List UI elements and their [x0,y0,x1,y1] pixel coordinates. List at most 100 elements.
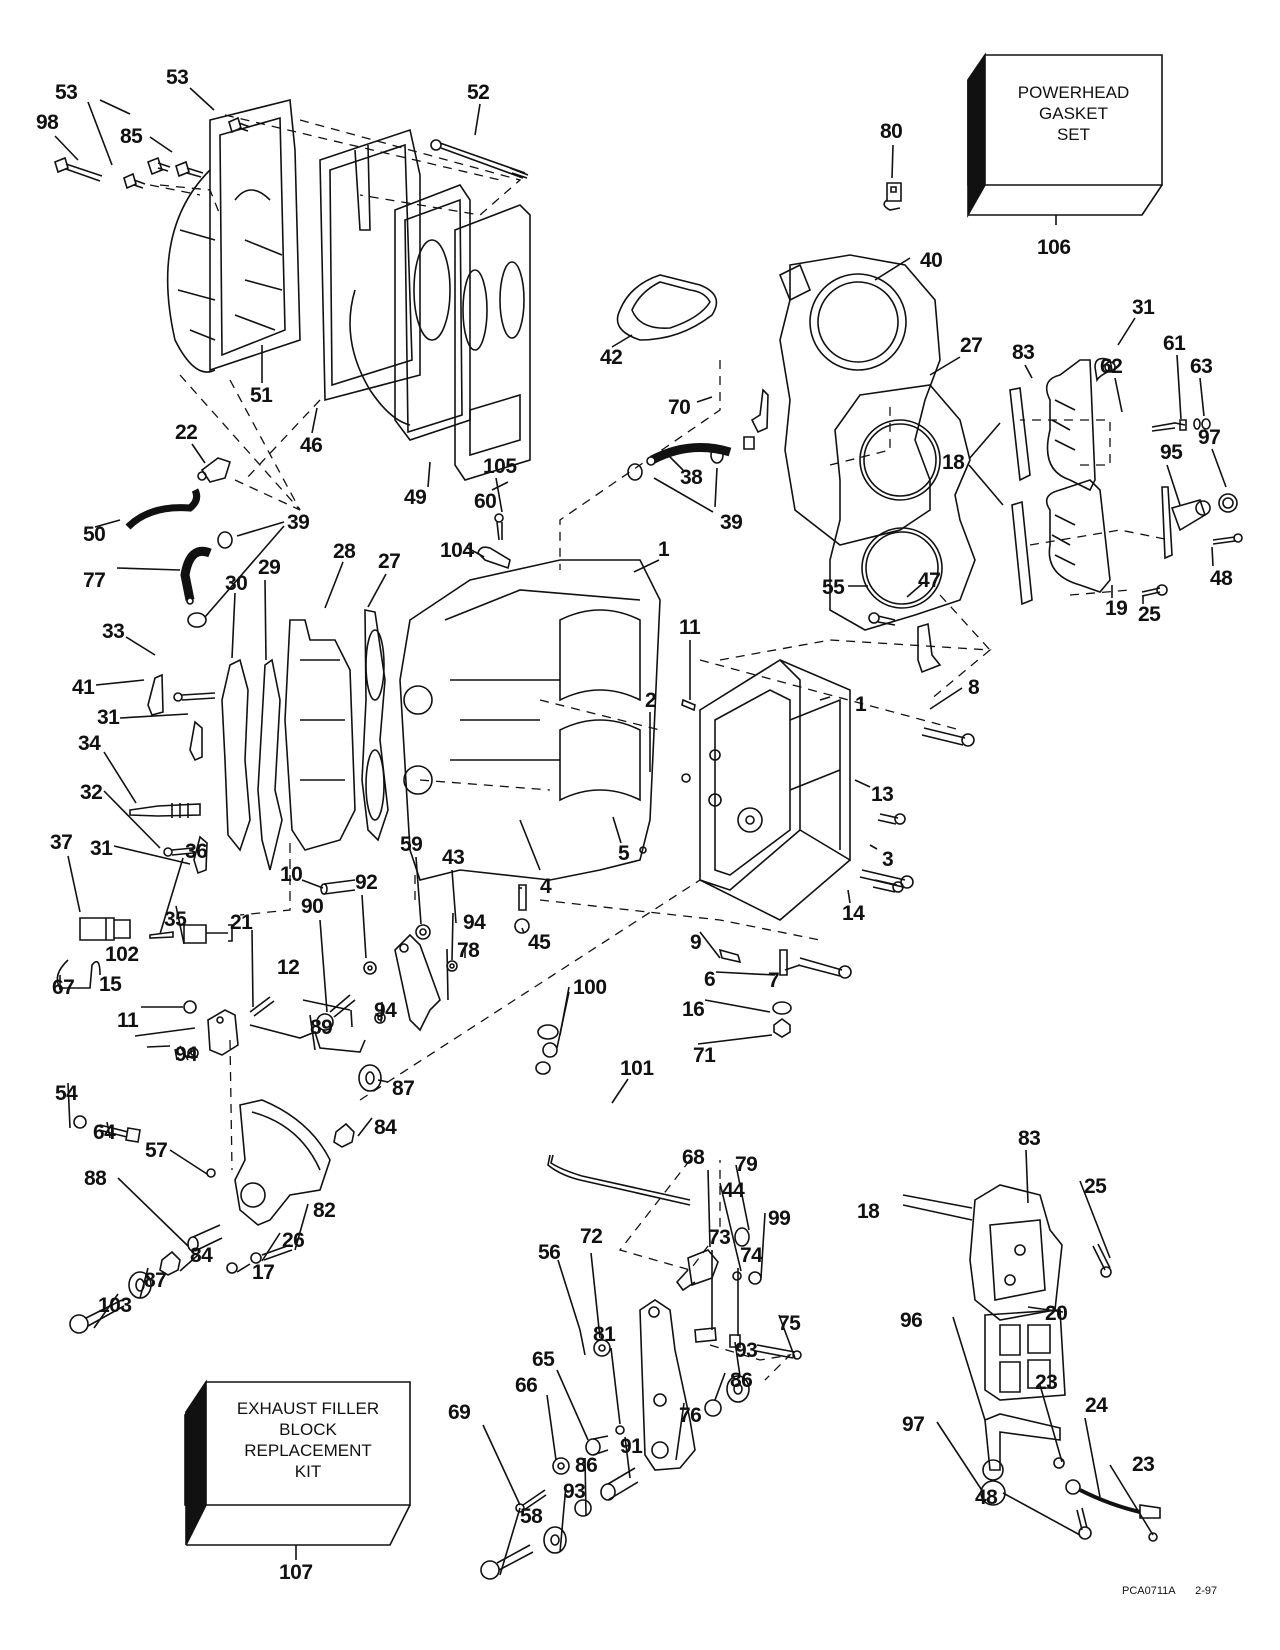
part-90-bolt [317,995,355,1030]
callout-102: 102 [105,943,139,966]
leader-line-99 [761,1213,765,1278]
callout-8: 8 [968,676,980,699]
leader-line-39 [654,478,713,512]
callout-41: 41 [72,676,95,699]
part-72-washer [594,1340,610,1356]
callout-95: 95 [1160,441,1183,464]
leader-line-53 [88,102,112,165]
part-68-link [677,1250,718,1290]
part-39-clamps-left [188,532,232,627]
part-75-screw [756,1345,801,1359]
leader-line-12 [303,1000,350,1010]
part-60-plate [455,205,530,480]
leader-line-50 [95,520,120,527]
parts-61-62-63 [1152,419,1210,431]
kit-107-label: EXHAUST FILLER BLOCK REPLACEMENT KIT [206,1398,410,1482]
revision-text: 2-97 [1195,1585,1218,1597]
leader-line-64 [107,1122,110,1138]
leader-line-47 [907,584,922,597]
leader-line-39 [237,522,284,536]
callout-42: 42 [600,346,623,369]
leader-line-14 [848,890,850,903]
callout-96: 96 [900,1309,923,1332]
leader-line-42 [612,335,632,347]
small-bolts-top-left [55,118,250,188]
leader-line-93 [560,1485,566,1552]
leader-line-31 [114,846,190,864]
leader-line-100 [557,992,569,1048]
leader-line-5 [613,817,621,843]
callout-32: 32 [80,781,103,804]
callout-18: 18 [857,1200,880,1223]
part-94-washer-right [447,961,457,971]
part-24-wire [1066,1480,1160,1518]
leader-line-18 [903,1205,972,1220]
callout-22: 22 [175,421,198,444]
leader-line-62 [1115,378,1122,412]
part-13-bolt [878,814,905,824]
callout-86: 86 [575,1454,598,1477]
kit-107-box [185,1382,410,1560]
part-1-crankcase [700,660,850,920]
kit-107-line-4: KIT [294,1462,322,1481]
callout-43: 43 [442,846,465,869]
leader-line-1 [634,560,659,572]
callout-47: 47 [918,569,941,592]
part-92-washer [364,962,376,974]
part-57-ball [207,1169,215,1177]
callout-23: 23 [1132,1453,1155,1476]
part-16-washer [773,1002,791,1014]
part-81-washer [616,1426,624,1434]
leader-line-3 [870,845,877,849]
leader-line-53 [190,88,214,110]
leader-line-9 [700,932,720,958]
callout-83: 83 [1018,1127,1041,1150]
callout-101: 101 [620,1057,654,1080]
part-89-rod [250,1025,365,1052]
part-87-washer-b [359,1065,381,1091]
part-100-fittings [536,1025,558,1074]
callout-27: 27 [960,334,983,357]
leader-line-77 [117,568,180,570]
part-10-dowel [321,880,355,894]
part-11-pin-top [682,700,695,710]
callout-2: 2 [645,689,657,712]
leader-line-105 [496,478,502,512]
leader-line-30 [232,593,235,658]
part-56-pin [580,1330,585,1355]
leader-line-83 [1025,365,1032,378]
callout-36: 36 [185,840,208,863]
callout-57: 57 [145,1139,168,1162]
leader-line-20 [1028,1307,1063,1312]
callout-21: 21 [230,911,253,934]
leader-line-98 [55,136,78,160]
leader-line-72 [591,1253,600,1338]
part-93-washer-a [727,1376,749,1402]
callout-53: 53 [166,66,189,89]
part-70-bracket [752,390,768,432]
leader-line-44 [720,1183,741,1271]
callout-1: 1 [855,693,867,716]
leader-line-6 [716,972,775,975]
part-86-nut-b [575,1500,591,1516]
callout-27: 27 [378,550,401,573]
leader-line-69 [483,1425,520,1505]
part-4-stud [519,885,526,910]
leader-line-18 [969,423,1000,459]
leader-line-27 [368,574,386,607]
leader-line-81 [611,1348,620,1424]
callout-45: 45 [528,931,551,954]
callout-68: 68 [682,1146,705,1169]
leader-line-86 [715,1373,725,1400]
callout-85: 85 [120,125,143,148]
part-103-bolt [70,1300,124,1333]
callout-69: 69 [448,1401,471,1424]
callout-73: 73 [708,1226,731,1249]
kit-106-line-3: SET [1056,125,1091,144]
callout-44: 44 [722,1179,745,1202]
part-15-link [208,1010,238,1055]
part-66-washer [553,1458,569,1474]
callout-7: 7 [768,969,780,992]
part-82-screw [262,1245,292,1260]
